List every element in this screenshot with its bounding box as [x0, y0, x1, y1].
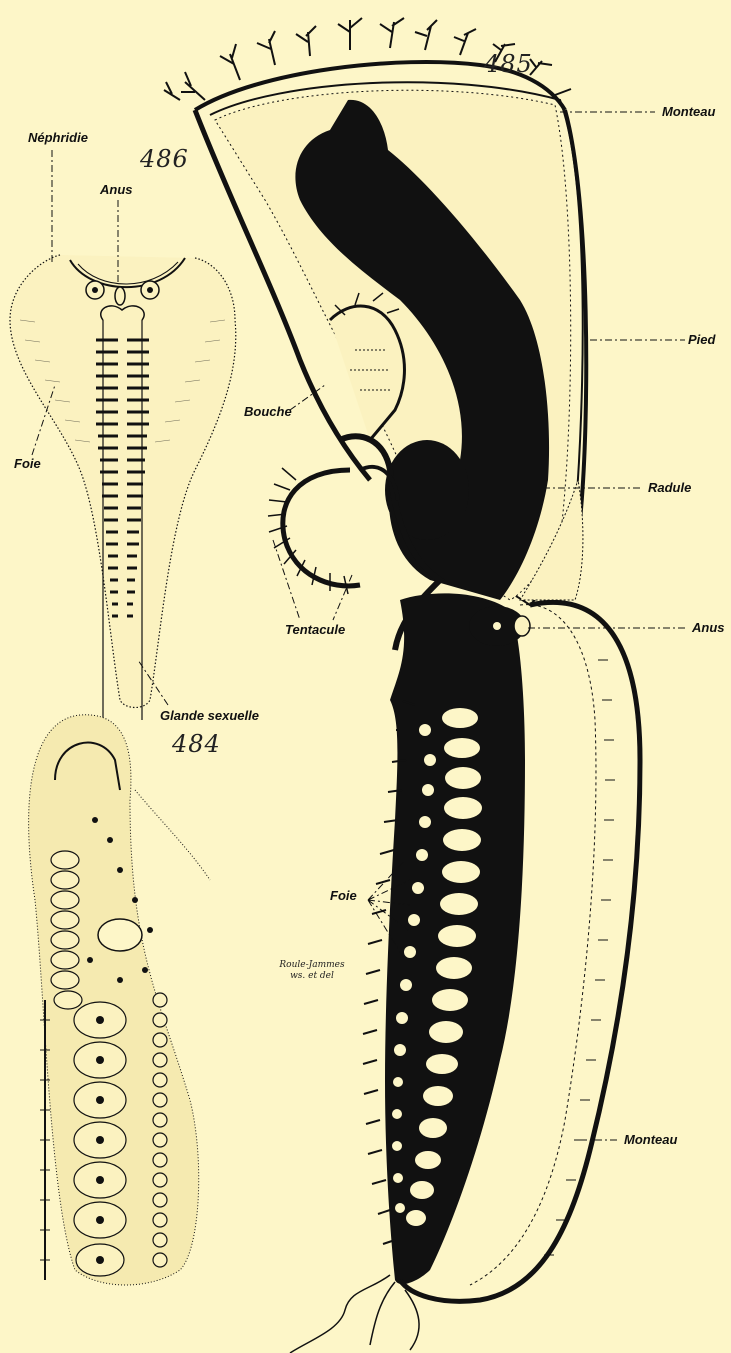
label-pied: Pied — [688, 332, 715, 347]
label-foie-486: Foie — [14, 456, 41, 471]
figure-485-drawing — [164, 18, 640, 1353]
signature-line-2: ws. et del — [272, 971, 352, 982]
figure-number-486: 486 — [140, 145, 189, 173]
figure-number-485: 485 — [484, 50, 533, 78]
artist-signature: Roule-Jammes ws. et del — [272, 960, 352, 982]
label-foie-485: Foie — [330, 888, 357, 903]
label-nephridie: Néphridie — [28, 130, 88, 145]
label-anus-486: Anus — [100, 182, 133, 197]
figure-486-drawing — [10, 255, 236, 720]
figure-484-drawing — [29, 715, 210, 1285]
label-radule: Radule — [648, 480, 691, 495]
figure-number-484: 484 — [172, 730, 221, 758]
label-glande-sexuelle: Glande sexuelle — [160, 708, 259, 723]
label-anus-485: Anus — [692, 620, 725, 635]
label-monteau-top: Monteau — [662, 104, 715, 119]
label-tentacule: Tentacule — [285, 622, 345, 637]
body-486 — [10, 255, 236, 708]
label-bouche: Bouche — [244, 404, 292, 419]
label-monteau-bottom: Monteau — [624, 1132, 677, 1147]
mantle-ticks — [544, 660, 615, 1255]
signature-line-1: Roule-Jammes — [272, 960, 352, 971]
